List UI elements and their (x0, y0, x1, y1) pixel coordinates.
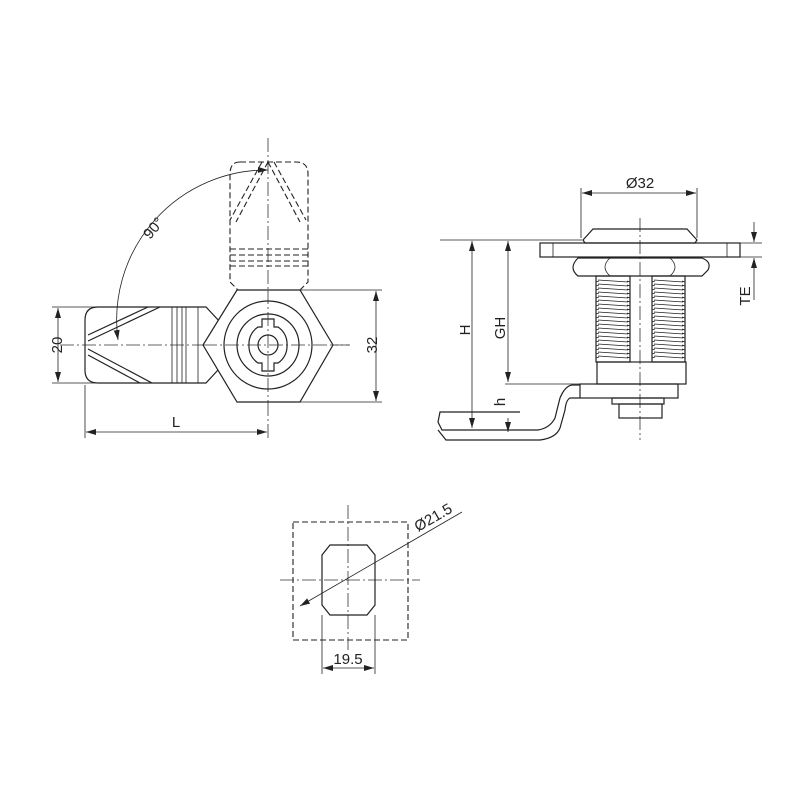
diameter-top-label: Ø32 (626, 175, 654, 192)
rotated-handle-ghost (229, 161, 309, 291)
handle-width-label: 20 (49, 337, 66, 354)
thread-line (595, 295, 631, 299)
thread-line (595, 291, 631, 295)
thread-line (651, 303, 686, 307)
thread-line (595, 319, 631, 323)
thread-line (651, 291, 686, 295)
angle-label: 90° (140, 214, 168, 242)
cam-boss (618, 403, 663, 419)
thread-line (595, 287, 631, 291)
cutout-diameter-leader (299, 511, 463, 607)
thread-line (595, 307, 631, 311)
thread-line (651, 279, 686, 283)
thread-line (595, 311, 631, 315)
hex-nut (202, 289, 350, 403)
thread-line (595, 315, 631, 319)
thread-line (595, 283, 631, 287)
thread-line (651, 335, 686, 339)
thread-line (595, 299, 631, 303)
grip-height-label: GH (492, 317, 509, 340)
thread-line (651, 307, 686, 311)
thread-line (651, 283, 686, 287)
cutout-width-label: 19.5 (333, 651, 362, 668)
thread-line (651, 343, 686, 347)
thread-line (595, 335, 631, 339)
thread-line (595, 331, 631, 335)
cam-offset-label: h (492, 398, 509, 406)
hex-size-label: 32 (364, 337, 381, 354)
thread-line (651, 323, 686, 327)
thread-line (651, 287, 686, 291)
panel-cutout-view: Ø21.5 19.5 (280, 500, 463, 674)
panel-flange (539, 242, 741, 258)
front-view: 90° 20 32 L (49, 138, 382, 440)
thickness-label: TE (737, 286, 754, 305)
thread-line (595, 355, 631, 359)
thread-line (595, 343, 631, 347)
thread-line (651, 351, 686, 355)
side-view: Ø32 H GH h TE (437, 175, 762, 441)
height-label: H (457, 325, 474, 336)
thread-line (595, 279, 631, 283)
thread-line (651, 295, 686, 299)
thread-line (651, 319, 686, 323)
thread-line (595, 327, 631, 331)
cam-plate (579, 383, 679, 399)
cam-arm (437, 384, 580, 431)
thread-line (651, 315, 686, 319)
mounting-nut (572, 257, 710, 277)
cutout-diameter-label: Ø21.5 (412, 500, 456, 535)
thread-line (595, 339, 631, 343)
thread-line (651, 331, 686, 335)
thread-line (595, 303, 631, 307)
thread-line (595, 351, 631, 355)
lock-body (596, 361, 687, 385)
length-label: L (172, 414, 180, 431)
thread-line (651, 355, 686, 359)
thread-line (651, 299, 686, 303)
thread-line (651, 311, 686, 315)
thread-line (651, 339, 686, 343)
angle-arc (113, 166, 269, 341)
cutout-shape (321, 544, 376, 616)
thread-line (651, 347, 686, 351)
thread-line (651, 327, 686, 331)
thread-line (595, 323, 631, 327)
thread-line (595, 347, 631, 351)
